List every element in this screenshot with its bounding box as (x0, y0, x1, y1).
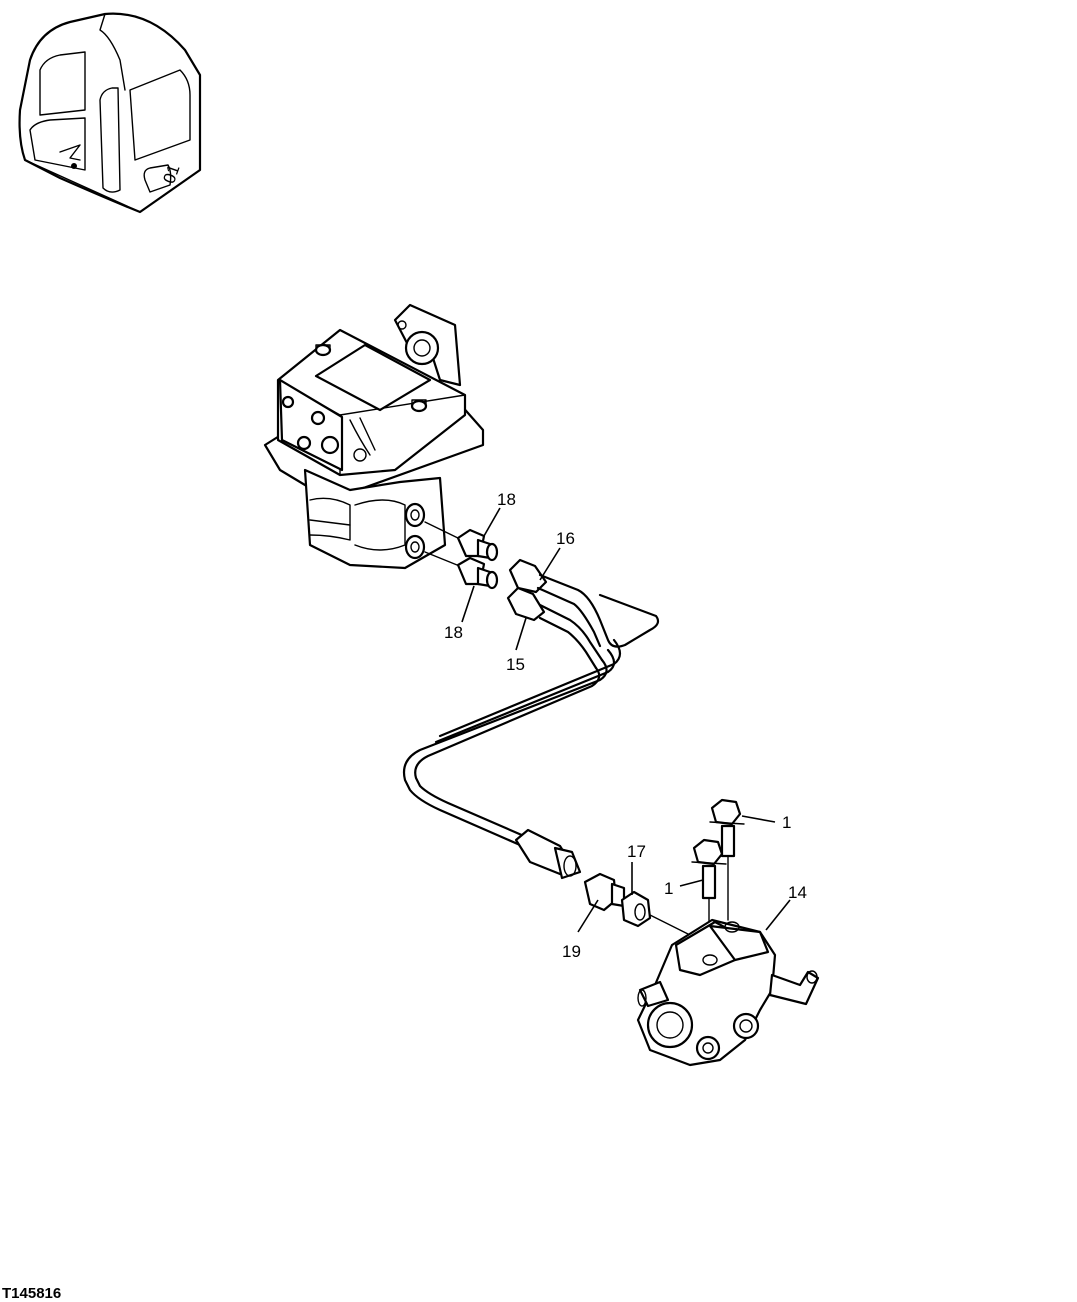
callout-1-upper: 1 (782, 813, 791, 832)
fitting-18-upper (424, 521, 499, 562)
fitting-18-lower (424, 551, 499, 590)
valve-14 (636, 918, 820, 1067)
callout-14: 14 (788, 883, 807, 902)
fitting-19 (583, 872, 626, 912)
figure-id: T145816 (2, 1285, 61, 1302)
callout-19: 19 (562, 942, 581, 961)
cab-location-icon: 01 (18, 12, 202, 214)
fitting-17 (620, 890, 691, 936)
callout-16: 16 (556, 529, 575, 548)
pilot-valve-assembly (263, 303, 485, 570)
callout-18-lower: 18 (444, 623, 463, 642)
hose-lines (402, 558, 660, 880)
callout-15: 15 (506, 655, 525, 674)
bolt-1-upper (709, 798, 745, 921)
callout-1-lower: 1 (664, 879, 673, 898)
callout-18-upper: 18 (497, 490, 516, 509)
leader-lines (461, 507, 791, 933)
callout-17: 17 (627, 842, 646, 861)
